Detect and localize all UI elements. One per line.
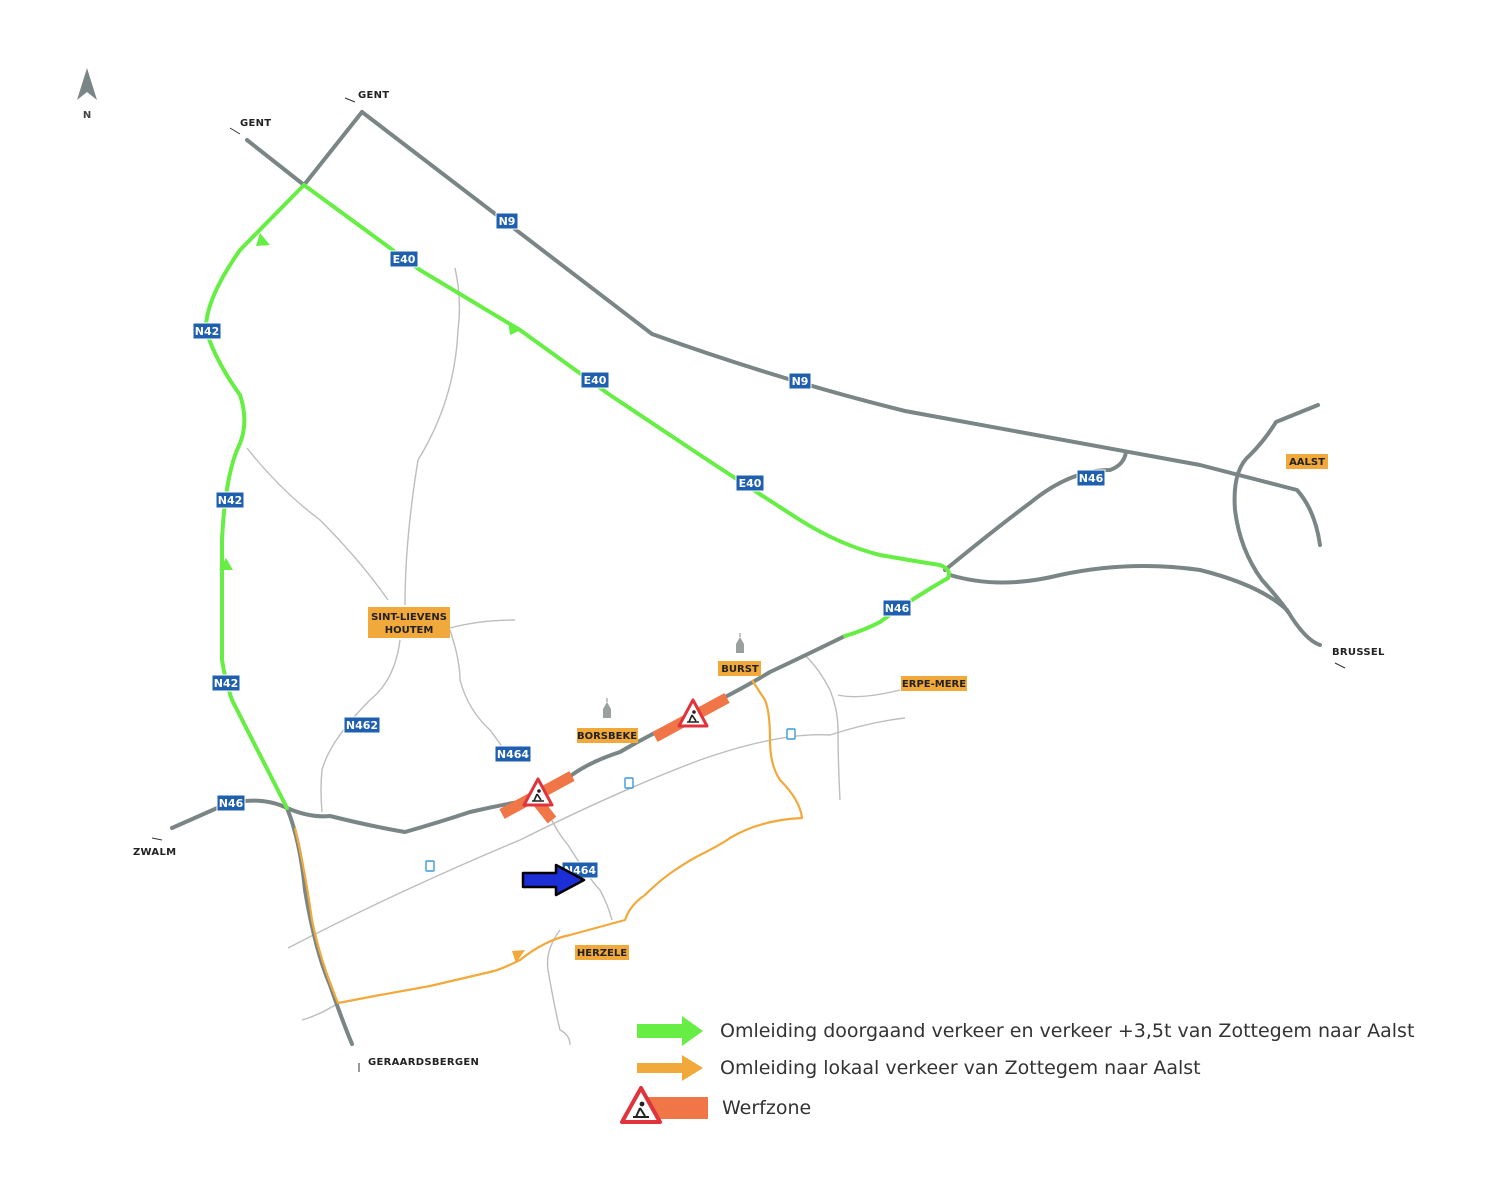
svg-text:N42: N42 [218, 494, 243, 507]
legend-local-label: Omleiding lokaal verkeer van Zottegem na… [720, 1057, 1201, 1079]
svg-text:N42: N42 [195, 325, 220, 338]
warning-icon [522, 777, 554, 807]
warning-icon [620, 1086, 662, 1124]
stop-icons [425, 728, 796, 872]
church-icon [603, 698, 611, 718]
destination-gent-left: GENT [240, 118, 271, 129]
green-arrow-icon [637, 1016, 703, 1046]
destination-arrows [151, 97, 1346, 1072]
station-icon [425, 860, 435, 872]
shield-n46-west: N46 [216, 794, 246, 812]
north-label: N [83, 110, 91, 121]
shield-e40-2: E40 [580, 371, 610, 389]
destination-zwalm: ZWALM [133, 847, 176, 858]
svg-text:BURST: BURST [721, 664, 759, 675]
legend-through-label: Omleiding doorgaand verkeer en verkeer +… [720, 1020, 1414, 1042]
svg-text:ERPE-MERE: ERPE-MERE [902, 679, 966, 690]
svg-text:N46: N46 [885, 602, 910, 615]
svg-text:E40: E40 [739, 477, 762, 490]
shield-n9-top: N9 [495, 212, 519, 230]
legend-local-traffic: Omleiding lokaal verkeer van Zottegem na… [637, 1055, 1201, 1081]
place-burst: BURST [718, 661, 761, 676]
shield-n46-mid: N46 [882, 599, 912, 617]
shield-n462: N462 [343, 716, 381, 734]
shield-e40-1: E40 [389, 250, 419, 268]
svg-text:N9: N9 [499, 215, 516, 228]
destination-brussel: BRUSSEL [1332, 647, 1385, 658]
warning-icon [677, 698, 709, 728]
main-roads [170, 110, 1322, 1046]
destination-labels: GENT GENT BRUSSEL ZWALM GERAARDSBERGEN [133, 90, 1385, 1068]
station-icon [624, 777, 634, 789]
road-shields: N9 N9 E40 E40 E40 N42 N42 N42 [192, 212, 1106, 879]
destination-gent-right: GENT [358, 90, 389, 101]
local-detour-arrowhead [512, 950, 525, 963]
through-detour-arrowheads [219, 233, 521, 570]
svg-text:BORSBEKE: BORSBEKE [577, 731, 637, 742]
shield-n42-2: N42 [215, 491, 245, 509]
shield-n464-north: N464 [494, 745, 532, 763]
legend: Omleiding doorgaand verkeer en verkeer +… [620, 1016, 1414, 1124]
shield-n9-mid: N9 [788, 372, 812, 390]
north-arrow-icon [77, 68, 97, 100]
local-detour-route [293, 679, 804, 1005]
svg-text:N462: N462 [346, 719, 378, 732]
legend-worksite-label: Werfzone [722, 1097, 811, 1119]
svg-text:HOUTEM: HOUTEM [385, 625, 434, 636]
destination-geraardsbergen: GERAARDSBERGEN [368, 1057, 479, 1068]
svg-text:HERZELE: HERZELE [577, 948, 627, 959]
station-icon [786, 728, 796, 740]
place-herzele: HERZELE [575, 945, 629, 960]
place-erpe-mere: ERPE-MERE [901, 676, 967, 691]
svg-text:E40: E40 [584, 374, 607, 387]
place-borsbeke: BORSBEKE [577, 728, 638, 743]
legend-through-traffic: Omleiding doorgaand verkeer en verkeer +… [637, 1016, 1414, 1046]
svg-text:N46: N46 [219, 797, 244, 810]
place-sint-lievens-houtem: SINT-LIEVENS HOUTEM [368, 607, 450, 638]
shield-e40-3: E40 [735, 474, 765, 492]
shield-n46-east: N46 [1076, 469, 1106, 487]
svg-text:N464: N464 [497, 748, 530, 761]
worksite-warning-icons [522, 698, 709, 807]
svg-text:AALST: AALST [1289, 457, 1325, 468]
shield-n42-1: N42 [192, 322, 222, 340]
orange-arrow-icon [637, 1055, 703, 1081]
worksite-bar-icon [648, 1097, 708, 1119]
place-aalst: AALST [1286, 454, 1328, 469]
north-arrow: N [77, 68, 97, 121]
legend-worksite: Werfzone [620, 1086, 811, 1124]
indicator-arrow-icon [521, 863, 586, 897]
shield-n42-3: N42 [211, 674, 241, 692]
place-labels: AALST SINT-LIEVENS HOUTEM BURST ERPE-MER… [368, 454, 1328, 960]
svg-text:N9: N9 [792, 375, 809, 388]
svg-text:E40: E40 [393, 253, 416, 266]
church-icon [736, 633, 744, 653]
svg-text:N46: N46 [1079, 472, 1104, 485]
svg-text:N42: N42 [214, 677, 239, 690]
svg-text:SINT-LIEVENS: SINT-LIEVENS [371, 612, 447, 623]
church-icons [603, 633, 744, 718]
